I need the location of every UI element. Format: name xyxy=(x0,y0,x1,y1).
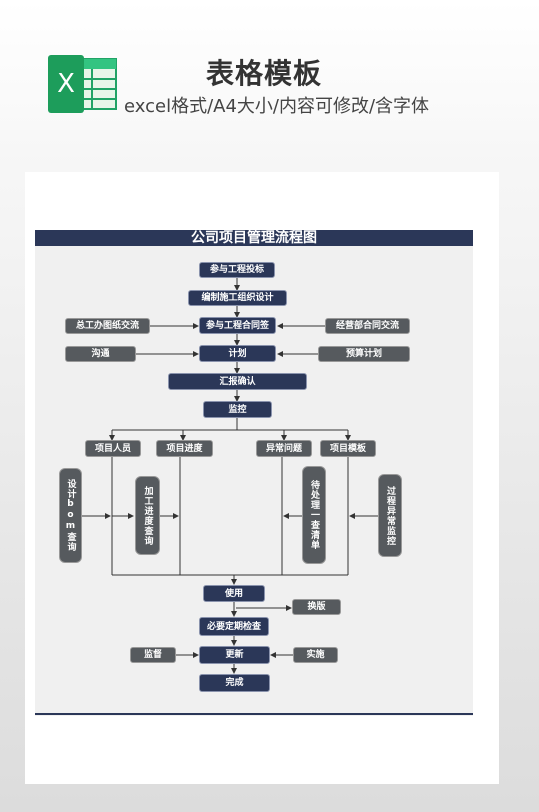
node-issues: 异常问题 xyxy=(256,440,312,457)
flowchart-title: 公司项目管理流程图 xyxy=(191,230,317,246)
node-communicate: 沟通 xyxy=(65,346,136,362)
node-progress: 项目进度 xyxy=(156,440,213,457)
node-contract: 参与工程合同签 xyxy=(199,317,276,334)
node-monitor: 监控 xyxy=(203,401,272,418)
node-bid: 参与工程投标 xyxy=(199,262,275,278)
node-design: 编制施工组织设计 xyxy=(188,290,287,306)
node-budget: 预算计划 xyxy=(318,346,410,362)
node-use: 使用 xyxy=(203,585,265,602)
node-complete: 完成 xyxy=(199,674,270,692)
node-process-query: 加工进度查询 xyxy=(135,476,160,555)
node-drawing: 总工办图纸交流 xyxy=(65,318,150,334)
node-pending-list: 待处理一查清单 xyxy=(302,466,326,564)
node-business: 经营部合同交流 xyxy=(325,318,410,334)
page-title: 表格模板 xyxy=(206,57,323,90)
node-inspection: 必要定期检查 xyxy=(199,617,269,636)
excel-icon: X xyxy=(48,55,117,113)
flowchart-bottom-bar xyxy=(35,713,473,715)
node-confirm: 汇报确认 xyxy=(168,373,307,390)
node-personnel: 项目人员 xyxy=(85,440,141,457)
svg-text:X: X xyxy=(57,69,75,99)
node-bom-query: 设计bom查询 xyxy=(59,468,82,563)
page-subtitle: excel格式/A4大小/内容可修改/含字体 xyxy=(124,96,430,117)
node-process-abnormal: 过程异常监控 xyxy=(378,474,402,557)
node-update: 更新 xyxy=(199,646,270,664)
node-template: 项目模板 xyxy=(320,440,376,457)
node-supervise: 监督 xyxy=(130,647,176,663)
node-implement: 实施 xyxy=(293,647,338,663)
flowchart-header-bar xyxy=(35,230,473,246)
node-replace: 换版 xyxy=(292,599,341,615)
node-plan: 计划 xyxy=(199,345,276,362)
